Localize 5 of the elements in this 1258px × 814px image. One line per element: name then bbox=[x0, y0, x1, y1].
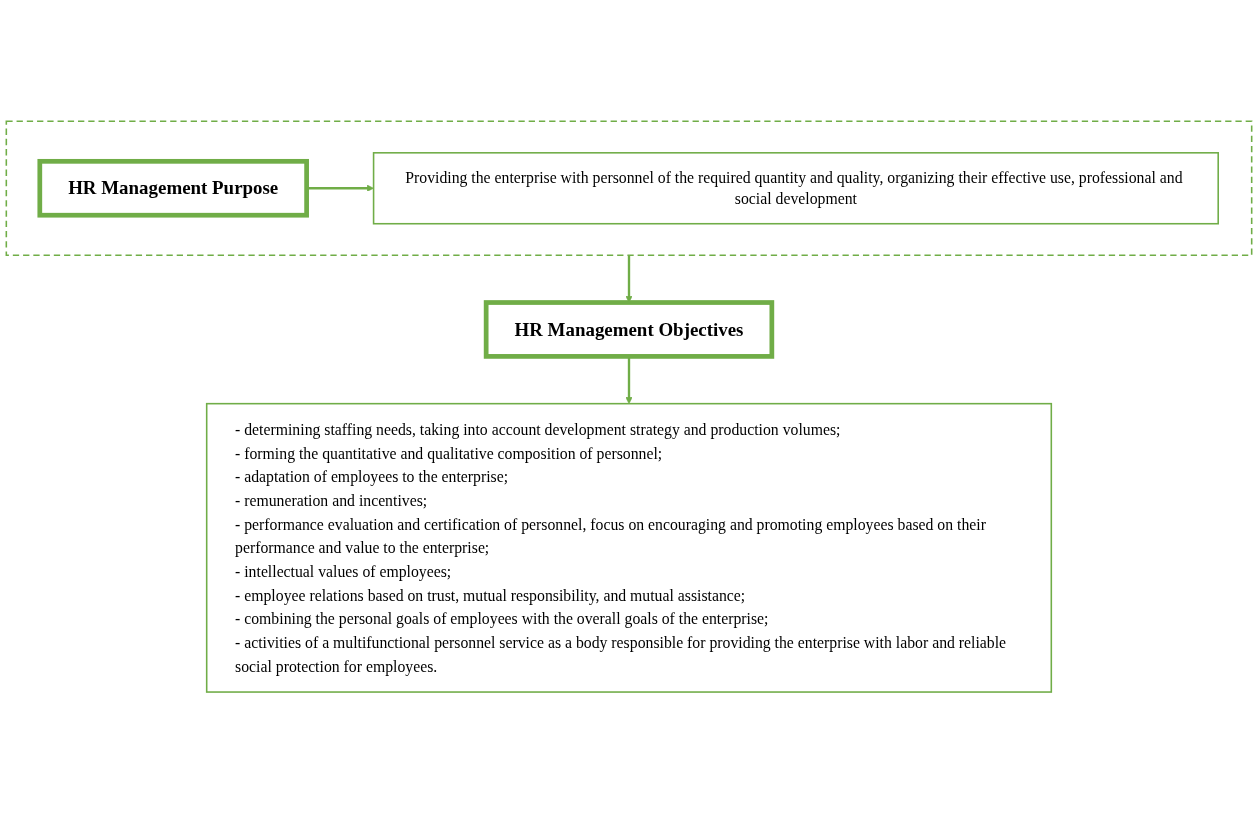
node-box: HR Management Purpose bbox=[37, 159, 309, 218]
cluster bbox=[5, 120, 1253, 257]
node-box: HR Management Objectives bbox=[483, 300, 775, 360]
node-box: - determining staffing needs, taking into account development strategy and production volumes; - forming the quantitative and qualitative composition of personnel; - adaptation of employees to the enterprise; - remuneration and incentives; - performance evaluation and certification of personnel, focus on encouraging and promoting employees based on their performance and value to the enterprise; - intellectual values of employees; - employee relations based on trust, mutual responsibility, and mutual assistance; - combining the personal goals of employees with the overall goals of the enterprise; - activities of a multifunctional personnel service as a body responsible for providing the enterprise with labor and reliable social protection for employees. bbox=[205, 403, 1053, 694]
node-box: Providing the enterprise with personnel of the required quantity and quality, organizing their effective use, professional and social development bbox=[372, 152, 1219, 225]
